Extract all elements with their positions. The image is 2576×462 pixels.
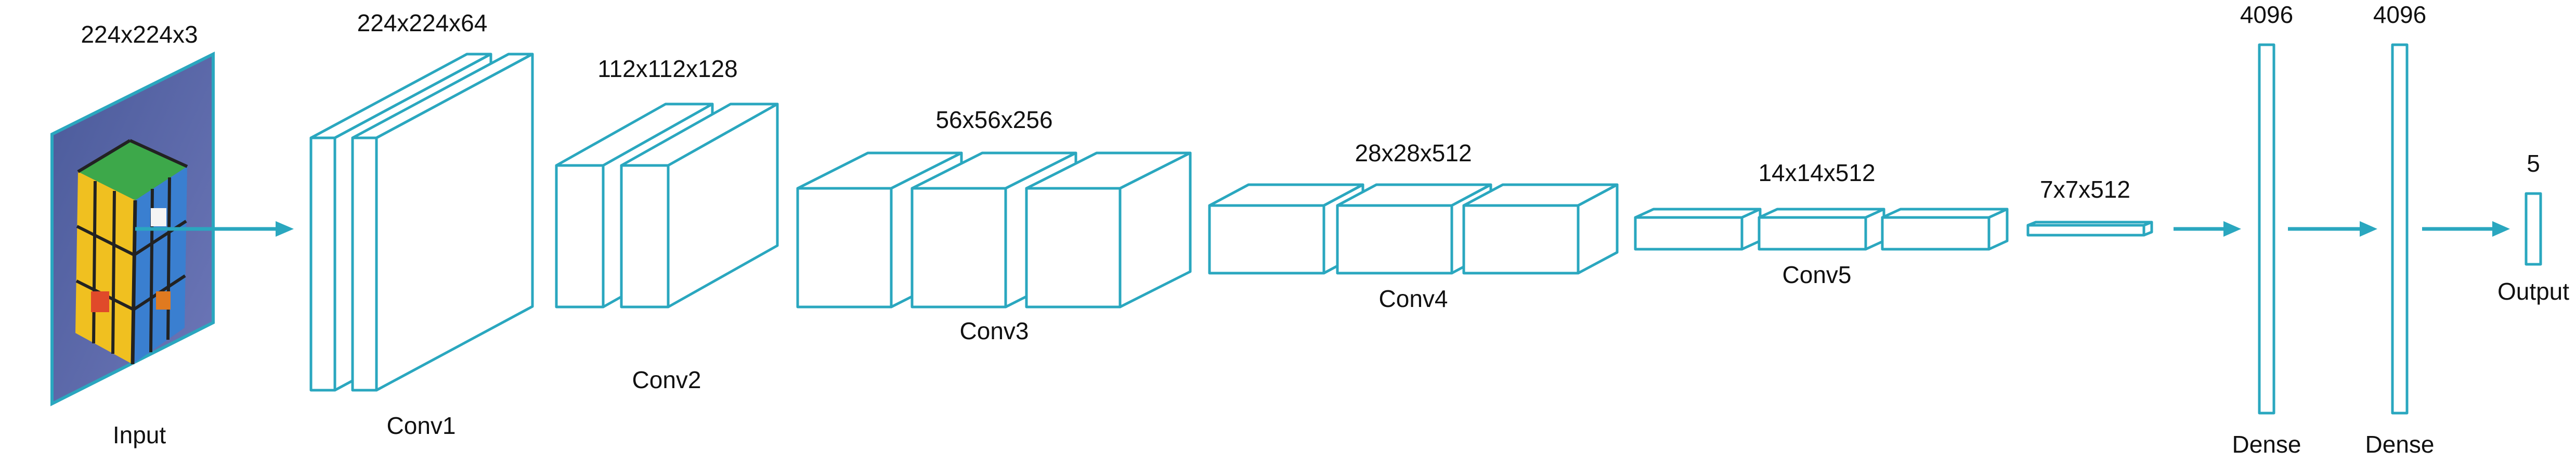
- conv3-dim-label: 56x56x256: [935, 106, 1052, 133]
- output-label: Output: [2497, 278, 2569, 305]
- arrow-head-dense1-dense2: [2360, 221, 2377, 237]
- conv4-label: Conv4: [1379, 285, 1448, 312]
- output-units-label: 5: [2527, 150, 2540, 177]
- arrow-head-input-conv1: [276, 221, 294, 237]
- arrow-head-pool5-dense1: [2223, 221, 2241, 237]
- conv5-block: [1634, 208, 2009, 251]
- conv1-label: Conv1: [387, 412, 456, 439]
- conv1-dim-label: 224x224x64: [357, 9, 488, 36]
- dense1-label: Dense: [2232, 431, 2301, 458]
- conv4-block: [1208, 183, 1619, 275]
- input-label: Input: [113, 421, 166, 448]
- pool5-dim-label: 7x7x512: [2040, 176, 2130, 203]
- dense2-label: Dense: [2365, 431, 2435, 458]
- dense2-layer: [2391, 43, 2409, 415]
- input-dim-label: 224x224x3: [81, 21, 198, 48]
- conv3-label: Conv3: [960, 317, 1029, 344]
- input-image: [50, 52, 215, 406]
- output-layer: [2525, 192, 2542, 266]
- dense2-units-label: 4096: [2373, 1, 2426, 28]
- conv2-dim-label: 112x112x128: [597, 55, 737, 82]
- dense1-units-label: 4096: [2240, 1, 2293, 28]
- conv4-dim-label: 28x28x512: [1355, 139, 1472, 166]
- conv3-block: [796, 151, 1192, 309]
- conv1-block: [309, 53, 534, 392]
- conv2-label: Conv2: [632, 366, 701, 393]
- arrow-head-dense2-output: [2492, 221, 2510, 237]
- conv5-label: Conv5: [1783, 261, 1852, 288]
- conv2-block: [555, 102, 779, 309]
- conv5-dim-label: 14x14x512: [1758, 159, 1875, 186]
- dense1-layer: [2258, 43, 2275, 415]
- pool5-block: [2026, 221, 2153, 237]
